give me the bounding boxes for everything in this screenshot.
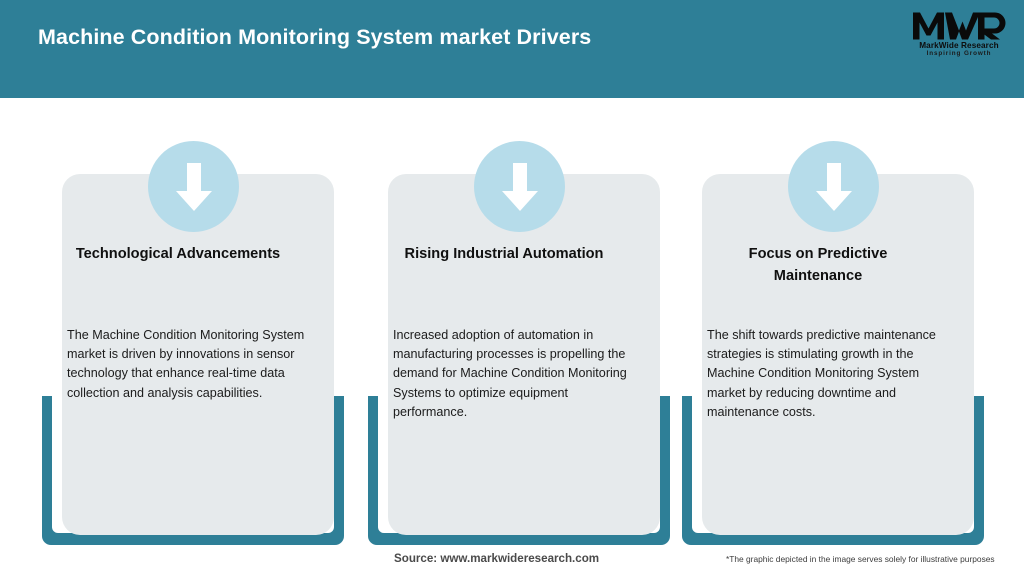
- card-body: Increased adoption of automation in manu…: [393, 328, 627, 419]
- disclaimer-label: *The graphic depicted in the image serve…: [726, 554, 995, 564]
- driver-card-technological-advancements: Technological Advancements The Machine C…: [42, 98, 344, 548]
- down-arrow-icon: [474, 141, 565, 232]
- card-title: Technological Advancements: [75, 246, 281, 262]
- mwr-logo-icon: [913, 12, 1006, 40]
- card-panel: [62, 174, 334, 535]
- page-title: Machine Condition Monitoring System mark…: [38, 25, 592, 49]
- card-panel: [388, 174, 660, 535]
- header-bar: Machine Condition Monitoring System mark…: [0, 0, 1024, 98]
- driver-card-focus-on-predictive-maintenance: Focus on Predictive Maintenance The shif…: [682, 98, 984, 548]
- card-title: Focus on Predictive Maintenance: [748, 246, 888, 284]
- logo-tagline: Inspiring Growth: [926, 50, 992, 57]
- footer: Source: www.markwideresearch.com *The gr…: [0, 548, 1024, 576]
- down-arrow-icon: [148, 141, 239, 232]
- card-panel: [702, 174, 974, 535]
- card-title: Rising Industrial Automation: [404, 246, 604, 262]
- source-label: Source: www.markwideresearch.com: [394, 552, 600, 565]
- drivers-card-row: Technological Advancements The Machine C…: [0, 98, 1024, 548]
- card-body: The Machine Condition Monitoring System …: [67, 328, 305, 400]
- driver-card-rising-industrial-automation: Rising Industrial Automation Increased a…: [368, 98, 670, 548]
- down-arrow-icon: [788, 141, 879, 232]
- logo: MarkWide Research Inspiring Growth: [906, 8, 1012, 66]
- logo-company-name: MarkWide Research: [919, 41, 999, 50]
- card-body: The shift towards predictive maintenance…: [707, 328, 936, 419]
